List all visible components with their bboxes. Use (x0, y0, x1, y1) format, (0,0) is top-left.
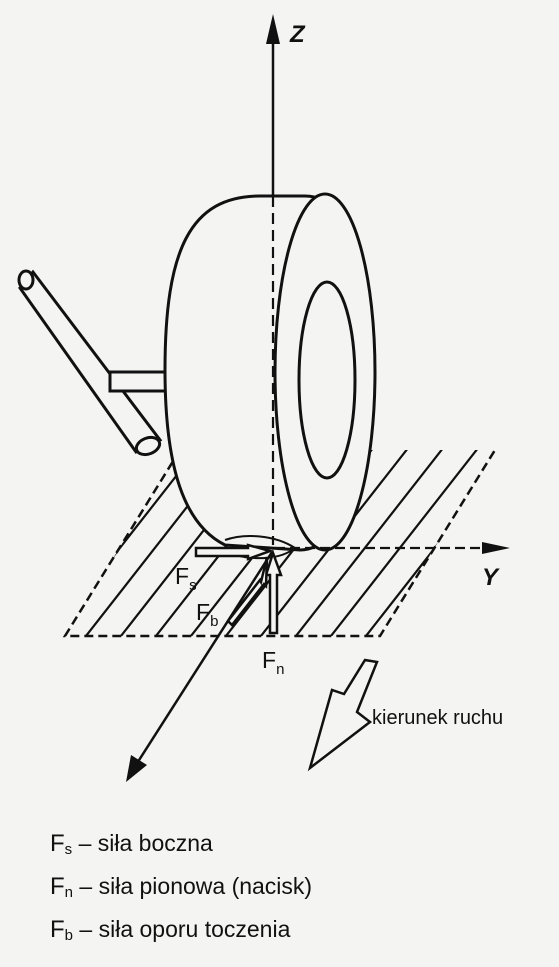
legend-separator: – (79, 873, 93, 899)
legend-symbol: F (50, 916, 65, 943)
fb-symbol: F (196, 599, 210, 625)
legend-description: siła pionowa (nacisk) (98, 873, 313, 899)
legend-symbol: F (50, 873, 65, 900)
y-axis-label: Y (482, 564, 500, 591)
fs-symbol: F (175, 563, 189, 589)
motion-direction-arrow (307, 658, 379, 772)
force-legend: Fs – siła boczna Fn – siła pionowa (naci… (50, 825, 312, 954)
fs-label: Fs (175, 563, 197, 594)
legend-separator: – (78, 830, 92, 856)
fb-label: Fb (196, 599, 218, 630)
legend-description: siła oporu toczenia (98, 916, 291, 942)
z-axis (266, 14, 280, 545)
legend-item-fs: Fs – siła boczna (50, 825, 312, 868)
fn-subscript: n (276, 661, 284, 678)
legend-item-fn: Fn – siła pionowa (nacisk) (50, 868, 312, 911)
legend-subscript: n (64, 884, 74, 901)
fs-subscript: s (189, 577, 197, 594)
z-axis-label: Z (289, 21, 306, 48)
y-axis (275, 542, 510, 554)
wheel (163, 192, 377, 552)
motion-label: kierunek ruchu (372, 707, 503, 729)
fb-subscript: b (210, 613, 218, 630)
legend-subscript: b (64, 927, 74, 944)
legend-symbol: F (50, 830, 65, 857)
force-fb-arrow (226, 556, 269, 627)
x-axis (126, 551, 274, 782)
legend-separator: – (79, 916, 93, 942)
fn-label: Fn (262, 647, 284, 678)
legend-subscript: s (64, 841, 73, 858)
legend-item-fb: Fb – siła oporu toczenia (50, 911, 312, 954)
force-fs-arrow (194, 543, 275, 561)
legend-description: siła boczna (97, 830, 213, 856)
force-fn-arrow (264, 549, 283, 635)
fn-symbol: F (262, 647, 276, 673)
axle (17, 269, 177, 457)
